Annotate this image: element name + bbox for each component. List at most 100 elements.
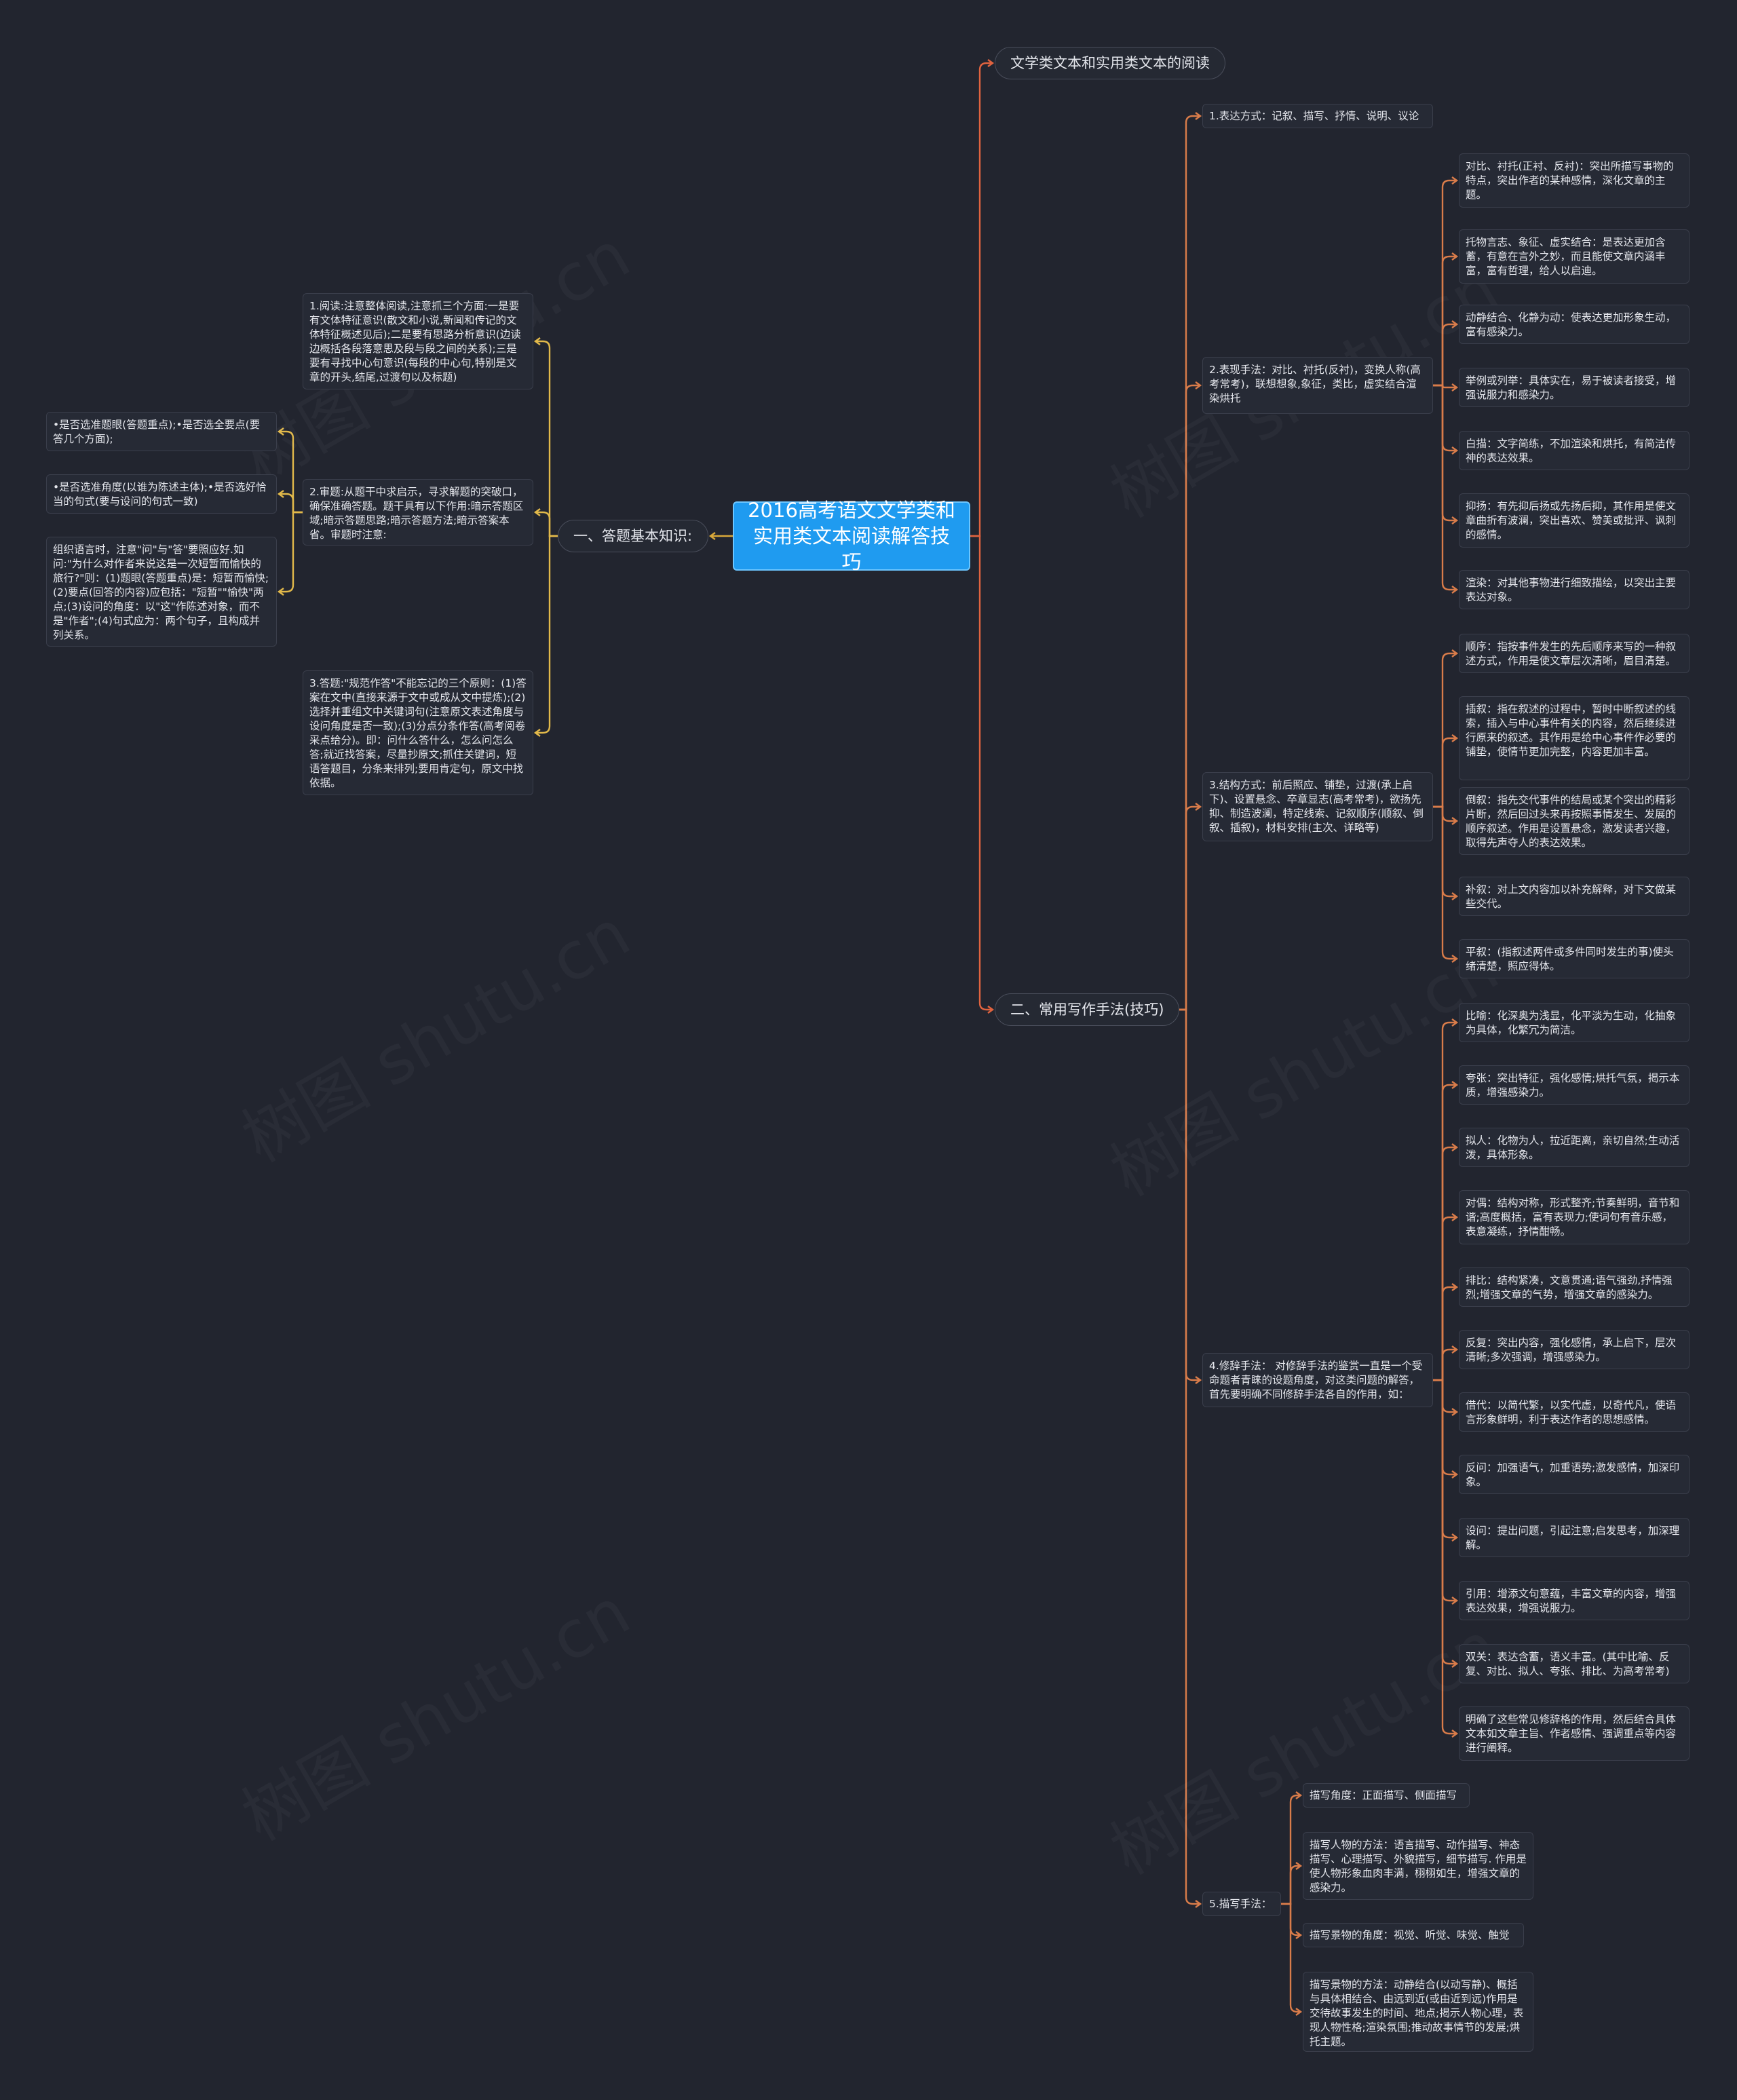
connector-line <box>970 62 993 537</box>
leaf-interjection[interactable]: 插叙：指在叙述的过程中，暂时中断叙述的线索，插入与中心事件有关的内容，然后继续进… <box>1459 696 1690 780</box>
leaf-flashback[interactable]: 倒叙：指先交代事件的结局或某个突出的精彩片断，然后回过头来再按照事情发生、发展的… <box>1459 787 1690 855</box>
connector-line <box>1433 1146 1457 1381</box>
root-topic[interactable]: 2016高考语文文学类和实用类文本阅读解答技巧 <box>733 499 970 573</box>
connector-line <box>1433 1379 1457 1665</box>
branch-writing-techniques[interactable]: 二、常用写作手法(技巧) <box>995 993 1179 1026</box>
connector-arrow <box>1195 803 1202 811</box>
leaf-metaphor[interactable]: 比喻：化深奥为浅显，化平淡为生动，化抽象为具体，化繁冗为简洁。 <box>1459 1003 1690 1042</box>
leaf-line-drawing[interactable]: 白描：文字简练，不加渲染和烘托，有简洁传神的表达效果。 <box>1459 431 1690 470</box>
leaf-examples[interactable]: 举例或列举：具体实在，易于被读者接受，增强说服力和感染力。 <box>1459 368 1690 407</box>
leaf-motion-stillness[interactable]: 动静结合、化静为动：使表达更加形象生动，富有感染力。 <box>1459 305 1690 344</box>
topic-expression[interactable]: 1.表达方式：记叙、描写、抒情、说明、议论 <box>1202 104 1433 128</box>
topic-reading-step[interactable]: 1.阅读:注意整体阅读,注意抓三个方面:一是要有文体特征意识(散文和小说,新闻和… <box>303 293 533 389</box>
connector-line <box>1433 384 1457 452</box>
connector-arrow <box>533 508 541 516</box>
connector-arrow <box>1451 516 1459 524</box>
leaf-contrast[interactable]: 对比、衬托(正衬、反衬)：突出所描写事物的特点，突出作者的某种感情，深化文章的主… <box>1459 153 1690 208</box>
connector-arrow <box>1195 112 1202 120</box>
leaf-rhetorical-question[interactable]: 反问：加强语气，加重语势;激发感情，加深印象。 <box>1459 1455 1690 1494</box>
leaf-parallel[interactable]: 平叙：(指叙述两件或多件同时发生的事)使头绪清楚，照应得体。 <box>1459 939 1690 978</box>
leaf-quotation[interactable]: 引用：增添文句意蕴，丰富文章的内容，增强表达效果，增强说服力。 <box>1459 1581 1690 1620</box>
leaf-rendering[interactable]: 渲染：对其他事物进行细致描绘，以突出主要表达对象。 <box>1459 570 1690 609</box>
leaf-repetition[interactable]: 反复：突出内容，强化感情，承上启下，层次清晰;多次强调，增强感染力。 <box>1459 1330 1690 1369</box>
leaf-symbolism[interactable]: 托物言志、象征、虚实结合：是表达更加含蓄，有意在言外之妙，而且能使文章内涵丰富，… <box>1459 229 1690 284</box>
connector-line <box>1433 1348 1457 1381</box>
leaf-language-organization[interactable]: 组织语言时，注意"问"与"答"要照应好.如问:"为什么对作者来说这是一次短暂而愉… <box>46 537 277 647</box>
topic-presentation[interactable]: 2.表现手法：对比、衬托(反衬)，变换人称(高考常考)，联想想象,象征，类比，虚… <box>1202 357 1433 414</box>
connector-line <box>1179 1008 1200 1905</box>
connector-arrow <box>1451 1018 1459 1027</box>
connector-line <box>1433 805 1457 960</box>
leaf-question-eye[interactable]: •是否选准题眼(答题重点);•是否选全要点(要答几个方面); <box>46 412 277 451</box>
leaf-parallelism[interactable]: 排比：结构紧凑，文意贯通;语气强劲,抒情强烈;增强文章的气势，增强文章的感染力。 <box>1459 1267 1690 1307</box>
connector-line <box>1281 1865 1301 1905</box>
leaf-metonymy[interactable]: 借代：以简代繁，以实代虚，以奇代凡，使语言形象鲜明，利于表达作者的思想感情。 <box>1459 1392 1690 1432</box>
connector-arrow <box>277 427 284 436</box>
leaf-antithesis[interactable]: 对偶：结构对称，形式整齐;节奏鲜明，音节和谐;高度概括，富有表现力;使词句有音乐… <box>1459 1190 1690 1244</box>
connector-arrow <box>987 59 995 67</box>
topic-structure[interactable]: 3.结构方式：前后照应、铺垫，过渡(承上启下)、设置悬念、卒章显志(高考常考)，… <box>1202 772 1433 841</box>
connector-line <box>1433 1379 1457 1539</box>
connector-line <box>535 340 558 537</box>
connector-arrow <box>1451 320 1459 328</box>
connector-arrow <box>277 588 284 596</box>
leaf-chronological[interactable]: 顺序：指按事件发生的先后顺序来写的一种叙述方式，作用是使文章层次清晰，眉目清楚。 <box>1459 634 1690 673</box>
leaf-suppress-praise[interactable]: 抑扬：有先抑后扬或先扬后抑，其作用是使文章曲折有波澜，突出喜欢、赞美或批评、讽刺… <box>1459 493 1690 548</box>
connector-line <box>1433 1021 1457 1381</box>
branch-answer-basics[interactable]: 一、答题基本知识: <box>558 520 708 552</box>
connector-arrow <box>708 532 716 540</box>
leaf-description-angle[interactable]: 描写角度：正面描写、侧面描写 <box>1303 1783 1470 1808</box>
connector-line <box>535 511 558 537</box>
connector-line <box>1281 1903 1301 2013</box>
connector-line <box>1281 1903 1301 1936</box>
connector-arrow <box>1451 176 1459 185</box>
branch-reading[interactable]: 文学类文本和实用类文本的阅读 <box>995 47 1225 79</box>
leaf-scenery-angle[interactable]: 描写景物的角度：视觉、听觉、味觉、触觉 <box>1303 1923 1524 1947</box>
connector-arrow <box>1295 1862 1303 1870</box>
connector-arrow <box>533 729 541 737</box>
connector-arrow <box>1451 1213 1459 1221</box>
topic-question-review[interactable]: 2.审题:从题干中求启示，寻求解题的突破口，确保准确答题。题干具有以下作用:暗示… <box>303 479 533 546</box>
connector-arrow <box>1451 817 1459 825</box>
connector-arrow <box>1195 381 1202 389</box>
connector-line <box>1433 737 1457 808</box>
connector-arrow <box>1451 1597 1459 1605</box>
connector-arrow <box>1295 1791 1303 1799</box>
leaf-supplement[interactable]: 补叙：对上文内容加以补充解释，对下文做某些交代。 <box>1459 877 1690 916</box>
connector-line <box>1433 384 1457 389</box>
connector-arrow <box>1451 1730 1459 1738</box>
connector-line <box>279 430 303 514</box>
connector-arrow <box>277 490 284 498</box>
topic-description[interactable]: 5.描写手法： <box>1202 1892 1281 1916</box>
connector-line <box>1179 384 1200 1011</box>
leaf-hyperbole[interactable]: 夸张：突出特征，强化感情;烘托气氛，揭示本质，增强感染力。 <box>1459 1065 1690 1105</box>
connector-line <box>1433 1286 1457 1381</box>
connector-arrow <box>533 337 541 345</box>
topic-answering[interactable]: 3.答题:"规范作答"不能忘记的三个原则：(1)答案在文中(直接来源于文中或成从… <box>303 670 533 795</box>
leaf-character-methods[interactable]: 描写人物的方法：语言描写、动作描写、神态描写、心理描写、外貌描写，细节描写. 作… <box>1303 1832 1533 1900</box>
connector-line <box>1179 115 1200 1011</box>
connector-arrow <box>1451 446 1459 455</box>
watermark: 树图 shutu.cn <box>223 882 644 1180</box>
connector-arrow <box>1451 1660 1459 1668</box>
connector-line <box>1433 255 1457 387</box>
connector-arrow <box>1451 1408 1459 1416</box>
connector-line <box>1179 1008 1200 1381</box>
leaf-rhetoric-summary[interactable]: 明确了这些常见修辞格的作用，然后结合具体文本如文章主旨、作者感情、强调重点等内容… <box>1459 1706 1690 1761</box>
connector-arrow <box>1451 383 1459 392</box>
leaf-personification[interactable]: 拟人：化物为人，拉近距离，亲切自然;生动活泼，具体形象。 <box>1459 1128 1690 1167</box>
leaf-hypophora[interactable]: 设问：提出问题，引起注意;启发思考，加深理解。 <box>1459 1518 1690 1557</box>
connector-arrow <box>1451 1283 1459 1291</box>
connector-arrow <box>1451 252 1459 261</box>
connector-line <box>1433 805 1457 898</box>
leaf-pun[interactable]: 双关：表达含蓄，语义丰富。(其中比喻、反复、对比、拟人、夸张、排比、为高考常考) <box>1459 1644 1690 1683</box>
watermark: 树图 shutu.cn <box>1091 916 1512 1214</box>
leaf-scenery-methods[interactable]: 描写景物的方法：动静结合(以动写静)、概括与具体相结合、由远到近(或由近到远)作… <box>1303 1972 1533 2052</box>
connector-line <box>1433 805 1457 822</box>
topic-rhetoric[interactable]: 4.修辞手法： 对修辞手法的鉴赏一直是一个受命题者青睐的设题角度，对这类问题的解… <box>1202 1353 1433 1407</box>
connector-arrow <box>1451 1345 1459 1354</box>
connector-line <box>1433 179 1457 387</box>
connector-arrow <box>1451 1533 1459 1542</box>
leaf-question-angle[interactable]: •是否选准角度(以谁为陈述主体);•是否选好恰当的句式(要与设问的句式一致) <box>46 474 277 514</box>
